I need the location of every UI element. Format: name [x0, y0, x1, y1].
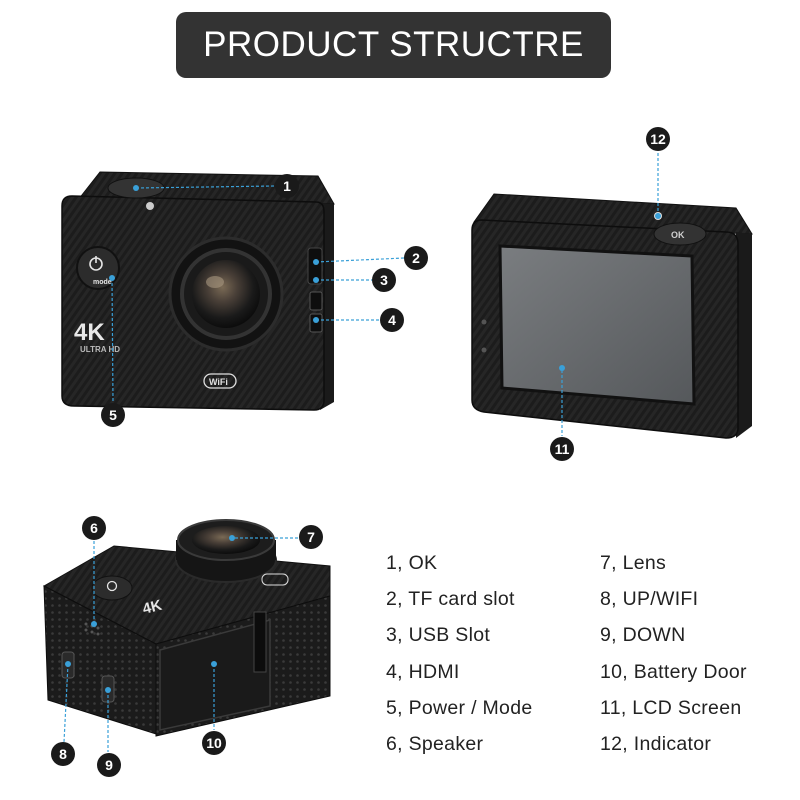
- callout-9: 9: [97, 753, 121, 777]
- camera-back-view: OK: [471, 193, 753, 439]
- leader-lines: [63, 152, 659, 752]
- legend-item-speaker: 6, Speaker: [386, 732, 484, 755]
- callout-5: 5: [101, 403, 125, 427]
- svg-text:1: 1: [283, 178, 291, 194]
- legend-item-lens: 7, Lens: [600, 552, 667, 574]
- mode-label: mode: [93, 279, 112, 286]
- legend-left-column: 1, OK 2, TF card slot 3, USB Slot 4, HDM…: [386, 548, 606, 765]
- legend-item-usb-slot: 3, USB Slot: [386, 624, 491, 647]
- legend-item-down: 9, DOWN: [600, 624, 686, 647]
- wifi-label: WiFi: [209, 377, 228, 387]
- svg-text:5: 5: [109, 407, 117, 423]
- lcd-screen: [498, 244, 696, 406]
- callout-12: 12: [646, 127, 670, 151]
- svg-text:12: 12: [650, 131, 666, 147]
- svg-text:6: 6: [90, 520, 98, 536]
- page-title: PRODUCT STRUCTRE: [203, 25, 584, 64]
- legend-item-up-wifi: 8, UP/WIFI: [600, 588, 699, 611]
- svg-text:8: 8: [59, 746, 67, 762]
- legend-item-lcd-screen: 11, LCD Screen: [600, 696, 742, 719]
- camera-side-view: 4K: [42, 519, 331, 737]
- svg-text:4: 4: [388, 312, 396, 328]
- battery-door: [159, 619, 271, 731]
- power-button: [76, 246, 120, 290]
- callout-4: 4: [380, 308, 404, 332]
- svg-text:2: 2: [412, 250, 420, 266]
- svg-text:11: 11: [555, 441, 570, 457]
- legend-item-hdmi: 4, HDMI: [386, 660, 460, 683]
- svg-text:7: 7: [307, 529, 315, 545]
- svg-text:4K: 4K: [141, 597, 164, 618]
- legend-item-tf-card-slot: 2, TF card slot: [386, 588, 515, 611]
- logo-4k: 4K: [74, 319, 105, 346]
- callout-3: 3: [372, 268, 396, 292]
- callout-2: 2: [404, 246, 428, 270]
- legend-item-ok: 1, OK: [386, 552, 438, 574]
- callout-badges: 1 2 3 4 5 6 7 8 9 10 11 12: [51, 127, 670, 777]
- legend-item-battery-door: 10, Battery Door: [600, 660, 747, 683]
- svg-text:9: 9: [105, 757, 113, 773]
- callout-6: 6: [82, 516, 106, 540]
- callout-1: 1: [275, 174, 299, 198]
- title-banner: PRODUCT STRUCTRE: [176, 12, 611, 78]
- svg-text:10: 10: [206, 735, 222, 751]
- ok-label: OK: [671, 230, 685, 240]
- callout-10: 10: [202, 731, 226, 755]
- svg-text:3: 3: [380, 272, 388, 288]
- callout-7: 7: [299, 525, 323, 549]
- legend-right-column: 7, Lens 8, UP/WIFI 9, DOWN 10, Battery D…: [600, 548, 800, 765]
- callout-11: 11: [550, 437, 574, 461]
- legend-item-indicator: 12, Indicator: [600, 732, 712, 755]
- camera-front-view: mode 4K ULTRA HD WiFi: [61, 171, 335, 411]
- legend-item-power-mode: 5, Power / Mode: [386, 696, 533, 719]
- wifi-logo: [203, 373, 237, 389]
- logo-ultra-hd: ULTRA HD: [80, 345, 120, 354]
- callout-8: 8: [51, 742, 75, 766]
